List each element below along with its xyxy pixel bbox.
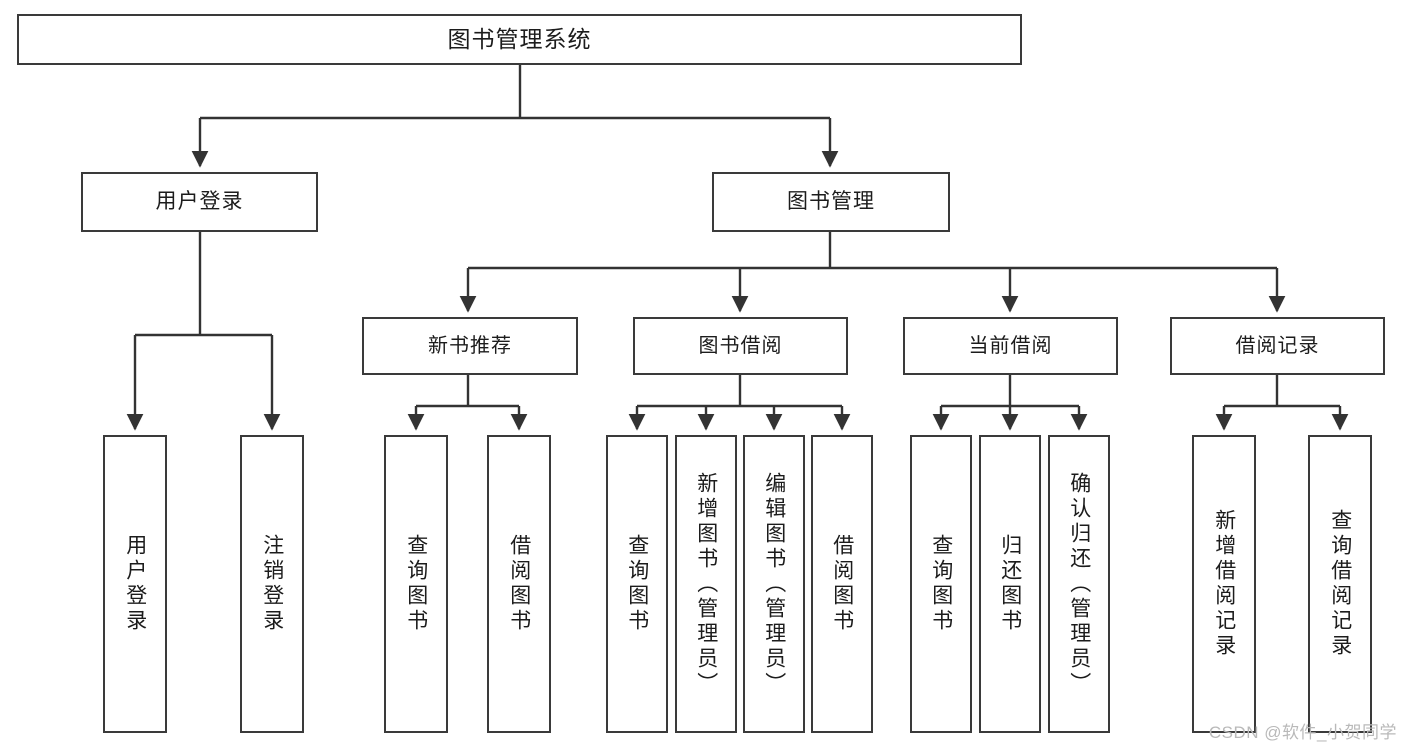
leaf-record-add-borrow-record[interactable]: 新增借阅记录: [1192, 435, 1256, 733]
node-book-management[interactable]: 图书管理: [712, 172, 950, 232]
node-label: 注销登录: [260, 534, 284, 634]
node-book-borrow[interactable]: 图书借阅: [633, 317, 848, 375]
leaf-current-confirm-return-admin[interactable]: 确认归还（管理员）: [1048, 435, 1110, 733]
node-label: 借阅图书: [507, 534, 531, 634]
leaf-record-query-borrow-record[interactable]: 查询借阅记录: [1308, 435, 1372, 733]
node-label: 当前借阅: [968, 334, 1053, 357]
leaf-borrow-borrow-book[interactable]: 借阅图书: [811, 435, 873, 733]
node-label: 用户登录: [123, 534, 147, 634]
node-label: 新书推荐: [428, 334, 512, 357]
node-root-book-management-system[interactable]: 图书管理系统: [17, 14, 1022, 65]
node-label: 图书管理系统: [447, 25, 592, 52]
node-label: 新增图书（管理员）: [694, 471, 718, 697]
leaf-borrow-edit-book-admin[interactable]: 编辑图书（管理员）: [743, 435, 805, 733]
node-label: 查询图书: [929, 534, 953, 634]
leaf-user-login-login[interactable]: 用户登录: [103, 435, 167, 733]
node-label: 借阅记录: [1235, 334, 1320, 357]
node-label: 编辑图书（管理员）: [762, 471, 786, 697]
node-new-book-recommend[interactable]: 新书推荐: [362, 317, 578, 375]
node-label: 查询图书: [404, 534, 428, 634]
node-label: 借阅图书: [830, 534, 854, 634]
node-label: 确认归还（管理员）: [1067, 471, 1091, 697]
node-label: 新增借阅记录: [1212, 509, 1236, 659]
node-label: 图书管理: [787, 190, 875, 214]
node-borrow-record[interactable]: 借阅记录: [1170, 317, 1385, 375]
leaf-current-return-book[interactable]: 归还图书: [979, 435, 1041, 733]
node-label: 用户登录: [155, 190, 244, 214]
node-label: 查询借阅记录: [1328, 509, 1352, 659]
node-user-login[interactable]: 用户登录: [81, 172, 318, 232]
node-label: 归还图书: [998, 534, 1022, 634]
leaf-user-login-logout[interactable]: 注销登录: [240, 435, 304, 733]
leaf-borrow-add-book-admin[interactable]: 新增图书（管理员）: [675, 435, 737, 733]
node-label: 查询图书: [625, 534, 649, 634]
node-current-borrow[interactable]: 当前借阅: [903, 317, 1118, 375]
csdn-watermark: CSDN @软件_小贺同学: [1208, 723, 1397, 742]
leaf-borrow-query-book[interactable]: 查询图书: [606, 435, 668, 733]
leaf-new-book-query-book[interactable]: 查询图书: [384, 435, 448, 733]
leaf-current-query-book[interactable]: 查询图书: [910, 435, 972, 733]
leaf-new-book-borrow-book[interactable]: 借阅图书: [487, 435, 551, 733]
node-label: 图书借阅: [698, 334, 783, 357]
